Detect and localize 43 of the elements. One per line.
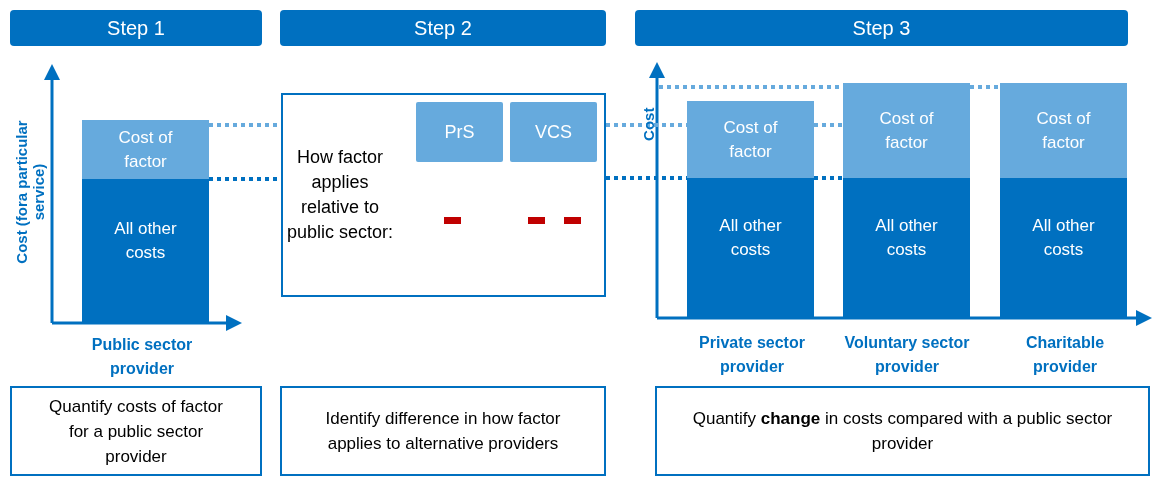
node-text: Identify difference in how factor applies to alternative providers [324, 408, 562, 455]
node-text: Step 2 [413, 16, 473, 41]
node-text: All other costs [113, 218, 178, 264]
node-text: All other costs [718, 215, 783, 261]
bar-segment [687, 101, 814, 178]
description-box [280, 386, 606, 476]
axis-label: Charitable provider [1024, 333, 1106, 377]
axis-label: Public sector provider [90, 335, 194, 379]
node-text: Cost of factor [1035, 107, 1092, 154]
node-text: PrS [443, 120, 476, 144]
bar-segment [1000, 83, 1127, 178]
dotted-line [814, 123, 843, 127]
bar-segment [82, 120, 209, 179]
bar-segment [687, 178, 814, 318]
node-text: VCS [534, 120, 573, 144]
step-header [10, 10, 262, 46]
node-text: Cost of factor [117, 126, 174, 173]
node-text: Cost of factor [878, 107, 935, 154]
node-text: All other costs [1031, 215, 1096, 261]
description-box [655, 386, 1150, 476]
node-text: Cost of factor [722, 116, 779, 163]
bar-segment [843, 178, 970, 318]
axis-label: Cost [638, 106, 658, 143]
description-box [10, 386, 262, 476]
node-text: Quantify costs of factor for a public sector provider [48, 395, 224, 468]
bar-segment [1000, 178, 1127, 318]
node-text: Step 1 [106, 16, 166, 41]
step-header [280, 10, 606, 46]
dotted-line [814, 176, 843, 180]
provider-tag [416, 102, 503, 162]
node-text: All other costs [874, 215, 939, 261]
provider-tag [510, 102, 597, 162]
axis-label: Private sector provider [698, 333, 806, 377]
step-header [635, 10, 1128, 46]
node-text: Step 3 [851, 16, 912, 41]
node-text: How factor applies relative to public sector: [285, 146, 395, 244]
dotted-line [970, 85, 1000, 89]
bar-segment [843, 83, 970, 178]
axis-label: Cost (fora particular service) [13, 119, 47, 266]
axis-label: Voluntary sector provider [843, 333, 971, 377]
bar-segment [82, 179, 209, 323]
comparison-box [281, 93, 606, 297]
node-text: Quantify change in costs compared with a public sector provider [691, 408, 1114, 455]
